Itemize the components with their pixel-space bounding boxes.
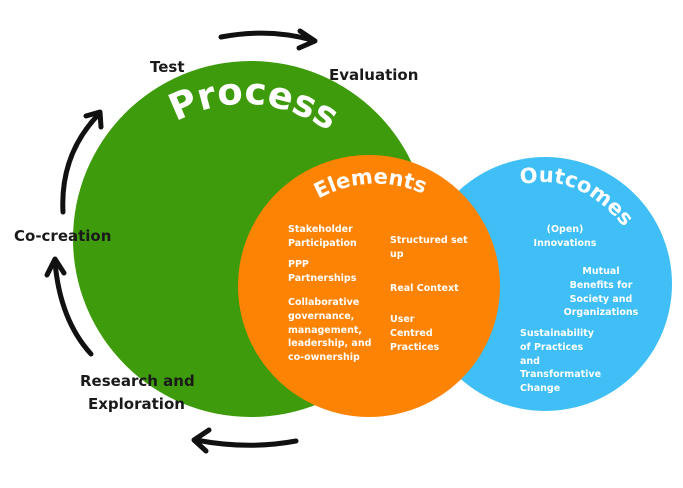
outcome-open-innovations: (Open) Innovations <box>533 224 597 249</box>
label-research-line2: Exploration <box>88 395 185 413</box>
outcome-mutual-benefits: Mutual Benefits for Society and Organiza… <box>563 266 639 319</box>
element-collaborative-governance: Collaborative governance, management, le… <box>288 297 372 364</box>
element-ppp-partnerships: PPP Partnerships <box>288 259 357 284</box>
elements-circle <box>238 155 500 417</box>
element-real-context: Real Context <box>390 283 459 294</box>
element-structured-set-up: Structured set up <box>390 235 468 260</box>
element-user-centred-practices: User Centred Practices <box>390 314 440 353</box>
arrow-top-right-icon <box>218 28 318 51</box>
arrow-left-up-icon <box>60 109 104 215</box>
element-stakeholder-participation: Stakeholder Participation <box>288 224 357 249</box>
label-test: Test <box>150 58 185 76</box>
label-research: Research and Exploration <box>80 372 195 413</box>
outcome-sustainability: Sustainability of Practices and Transfor… <box>520 328 602 395</box>
label-co-creation: Co-creation <box>14 227 112 245</box>
arrow-bottom-left-icon <box>191 427 299 454</box>
arrow-left-lower-icon <box>44 256 94 357</box>
label-evaluation: Evaluation <box>329 66 419 84</box>
label-research-line1: Research and <box>80 372 195 390</box>
